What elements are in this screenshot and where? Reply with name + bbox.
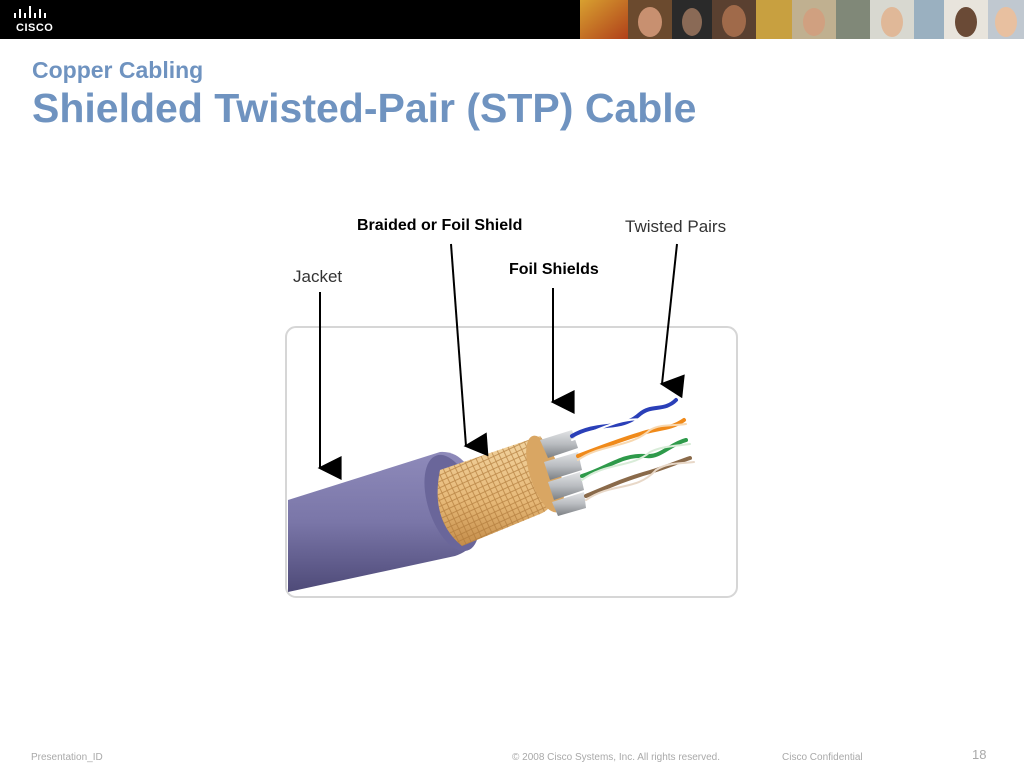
twisted-pairs-label: Twisted Pairs bbox=[625, 217, 727, 236]
foil-shields-layer bbox=[540, 430, 586, 516]
presentation-id: Presentation_ID bbox=[31, 752, 103, 763]
jacket-label: Jacket bbox=[293, 267, 343, 286]
braided-shield-layer bbox=[437, 435, 564, 546]
braided-shield-arrow bbox=[450, 243, 489, 457]
jacket-layer bbox=[288, 451, 482, 592]
page-number: 18 bbox=[972, 747, 987, 762]
logo-text: CISCO bbox=[16, 22, 54, 34]
top-banner: CISCO bbox=[0, 0, 1024, 39]
foil-shields-label: Foil Shields bbox=[509, 261, 599, 278]
copyright-notice: © 2008 Cisco Systems, Inc. All rights re… bbox=[512, 752, 721, 763]
braided-shield-label: Braided or Foil Shield bbox=[357, 217, 523, 234]
twisted-pairs-layer bbox=[570, 398, 695, 501]
twisted-pairs-arrow bbox=[659, 243, 685, 399]
slide-title: Shielded Twisted-Pair (STP) Cable bbox=[32, 85, 697, 131]
cisco-bridge-icon bbox=[14, 6, 46, 18]
slide-title-block: Copper Cabling Shielded Twisted-Pair (ST… bbox=[32, 56, 696, 132]
cisco-logo: CISCO bbox=[12, 5, 62, 35]
banner-photo-strip bbox=[580, 0, 1024, 39]
slide-subtitle: Copper Cabling bbox=[32, 57, 204, 83]
figure-frame bbox=[285, 326, 738, 598]
confidential-notice: Cisco Confidential bbox=[782, 752, 863, 763]
